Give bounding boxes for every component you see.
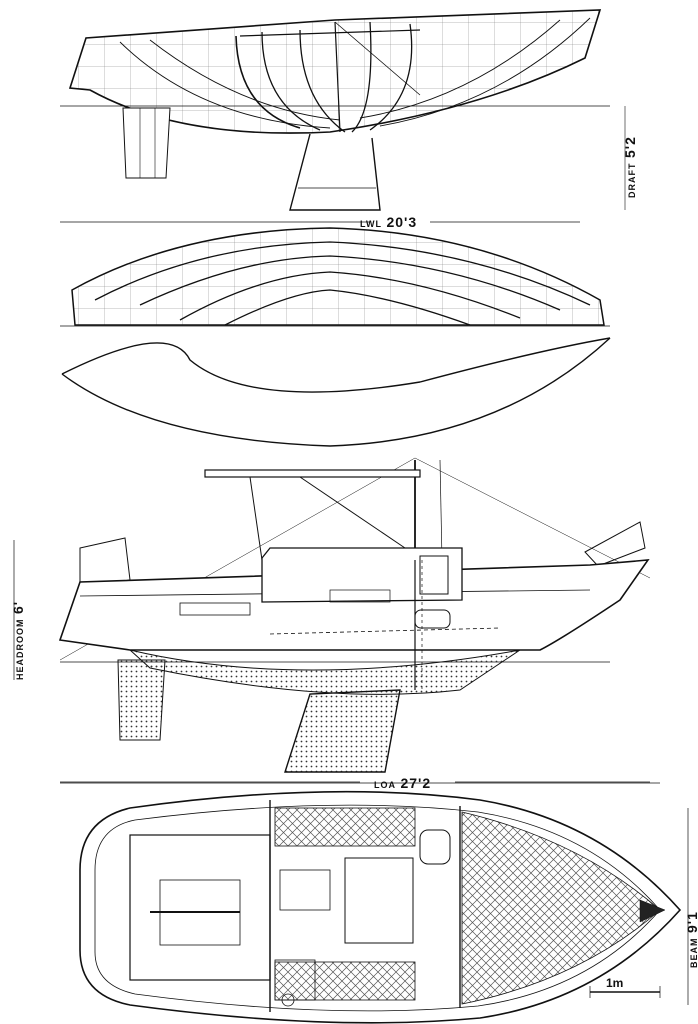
draft-value: 5'2	[622, 136, 638, 159]
beam-value: 9'1	[684, 911, 698, 934]
lwl-prefix: LWL	[360, 219, 382, 229]
scale-label: 1m	[606, 976, 623, 990]
lwl-value: 20'3	[386, 214, 418, 230]
draft-label: DRAFT 5'2	[622, 136, 640, 198]
accommodation-plan-view	[79, 790, 682, 1024]
lwl-label: LWL 20'3	[360, 214, 417, 232]
dimension-lines	[13, 540, 689, 1005]
lines-profile-view	[60, 9, 626, 223]
loa-value: 27'2	[400, 775, 432, 791]
loa-prefix: LOA	[374, 780, 396, 790]
headroom-label: HEADROOM 6'	[10, 601, 28, 680]
scale-value: 1m	[606, 976, 624, 990]
lines-halfbreadth-view	[60, 227, 610, 327]
beam-label: BEAM 9'1	[684, 911, 698, 968]
draft-prefix: DRAFT	[627, 162, 637, 199]
headroom-value: 6'	[10, 600, 26, 615]
lines-deck-view	[61, 337, 611, 447]
headroom-prefix: HEADROOM	[15, 618, 25, 681]
inboard-profile-view	[58, 457, 651, 783]
beam-prefix: BEAM	[689, 937, 698, 969]
loa-label: LOA 27'2	[374, 775, 431, 793]
